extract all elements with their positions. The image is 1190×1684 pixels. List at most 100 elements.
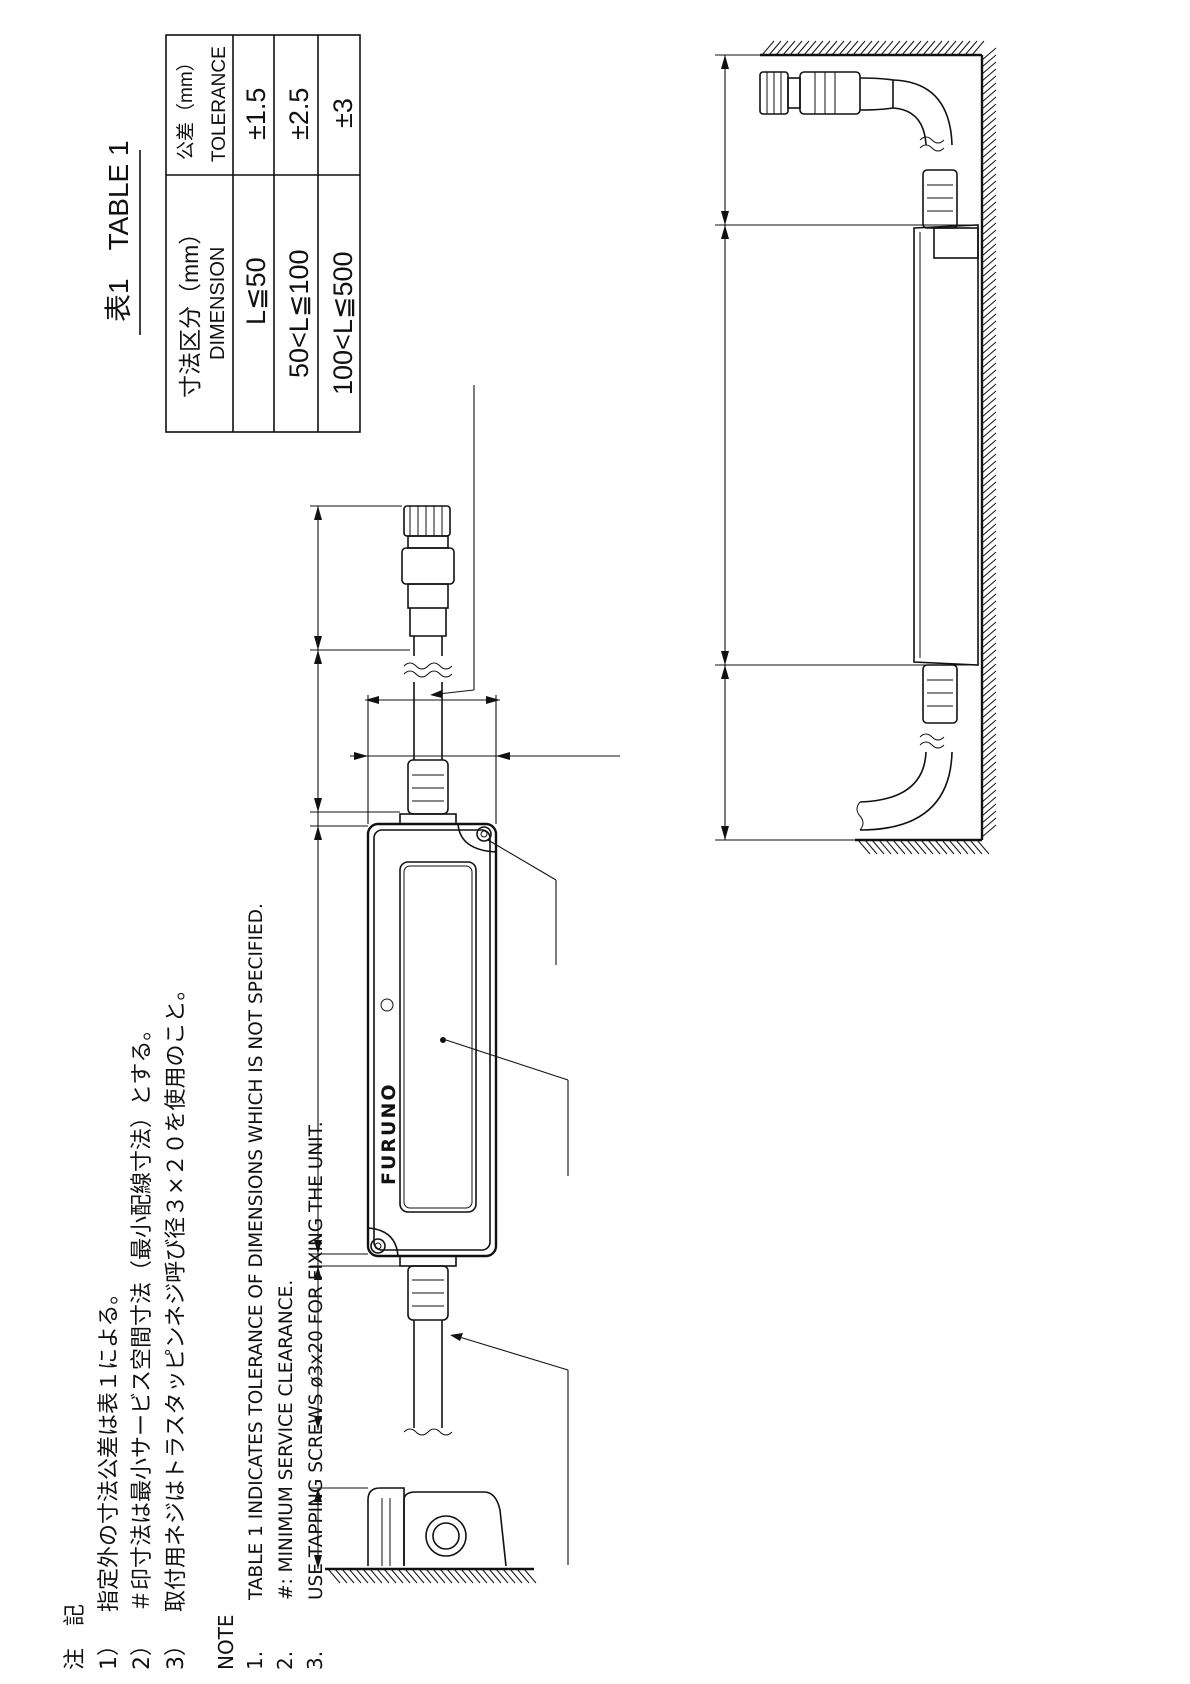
hatch-line: [796, 40, 810, 56]
hatch-line: [460, 1568, 474, 1584]
hatch-line: [981, 740, 997, 754]
hatch-line: [981, 96, 997, 110]
hatch-line: [981, 390, 997, 404]
hatch-line: [810, 40, 824, 56]
notes-en-item-2: #: MINIMUM SERVICE CLEARANCE.: [276, 1280, 297, 1600]
hatch-line: [981, 397, 997, 411]
hatch-line: [981, 411, 997, 425]
hatch-line: [981, 257, 997, 271]
hatch-line: [782, 40, 796, 56]
header-dimension-en: DIMENSION: [207, 247, 229, 360]
hatch-line: [383, 1568, 397, 1584]
center-mark: [440, 1037, 446, 1043]
notes-en-num-3: 3.: [303, 1651, 327, 1670]
hatch-line: [981, 502, 997, 516]
hatch-line: [901, 40, 915, 56]
hatch-line: [892, 839, 906, 855]
hatch-line: [803, 40, 817, 56]
hatch-line: [948, 839, 962, 855]
notes-en-num-1: 1.: [243, 1651, 267, 1670]
hatch-line: [981, 628, 997, 642]
hatch-line: [981, 530, 997, 544]
hatch-line: [981, 327, 997, 341]
hatch-line: [981, 509, 997, 523]
hatch-line: [981, 404, 997, 418]
hatch-line: [936, 40, 950, 56]
hatch-line: [981, 215, 997, 229]
hatch-line: [981, 656, 997, 670]
front-view: FURUNO: [310, 385, 620, 1565]
row-dimension-1: L≦50: [241, 257, 271, 325]
hatch-line: [915, 40, 929, 56]
hatch-line: [981, 306, 997, 320]
hatch-line: [981, 313, 997, 327]
hatch-line: [981, 614, 997, 628]
hatch-line: [348, 1568, 362, 1584]
hatch-line: [509, 1568, 523, 1584]
notes-en-num-2: 2.: [273, 1651, 297, 1670]
notes-jp-num-2: 2）: [130, 1634, 155, 1670]
hatch-line: [976, 839, 990, 855]
hatch-line: [981, 222, 997, 236]
hatch-line: [981, 376, 997, 390]
notes-jp-item-3: 取付用ネジはトラスタッピンネジ呼び径３×２０を使用のこと。: [164, 978, 189, 1612]
hatch-line: [981, 292, 997, 306]
hatch-line: [981, 768, 997, 782]
header-tolerance-jp: 公差（mm）: [175, 52, 197, 160]
hatch-line: [981, 236, 997, 250]
hatch-line: [981, 537, 997, 551]
hatch-line: [969, 839, 983, 855]
hatch-line: [981, 565, 997, 579]
hatch-line: [899, 839, 913, 855]
hatch-line: [404, 1568, 418, 1584]
hatch-line: [981, 810, 997, 824]
hatch-line: [981, 467, 997, 481]
hatch-line: [481, 1568, 495, 1584]
hatch-line: [981, 271, 997, 285]
notes-jp-num-3: 3）: [164, 1634, 189, 1670]
hatch-line: [495, 1568, 509, 1584]
hatch-line: [981, 152, 997, 166]
hatch-line: [824, 40, 838, 56]
hatch-line: [981, 131, 997, 145]
hatch-line: [418, 1568, 432, 1584]
hatch-line: [516, 1568, 530, 1584]
hatch-line: [981, 649, 997, 663]
hatch-line: [425, 1568, 439, 1584]
hatch-line: [981, 229, 997, 243]
hatch-line: [981, 775, 997, 789]
hatch-line: [432, 1568, 446, 1584]
hatch-line: [871, 839, 885, 855]
hatch-line: [488, 1568, 502, 1584]
hatch-line: [369, 1568, 383, 1584]
hatch-line: [981, 453, 997, 467]
hatch-line: [908, 40, 922, 56]
notes-block: 注 記 1） 指定外の寸法公差は表１による。 2） ＃印寸法は最小サービス空間寸…: [63, 903, 327, 1670]
row-tolerance-2: ±2.5: [284, 88, 314, 140]
hatch-line: [334, 1568, 348, 1584]
hatch-line: [474, 1568, 488, 1584]
hatch-line: [981, 355, 997, 369]
notes-jp-num-1: 1）: [97, 1634, 122, 1670]
hatch-line: [981, 642, 997, 656]
hatch-line: [390, 1568, 404, 1584]
hatch-line: [981, 600, 997, 614]
hatch-line: [981, 285, 997, 299]
hatch-line: [376, 1568, 390, 1584]
hatch-line: [981, 474, 997, 488]
notes-jp-heading: 注 記: [63, 1604, 88, 1670]
hatch-line: [866, 40, 880, 56]
hatch-line: [981, 173, 997, 187]
hatch-line: [981, 187, 997, 201]
hatch-line: [397, 1568, 411, 1584]
hatch-line: [981, 796, 997, 810]
hatch-line: [981, 789, 997, 803]
hatch-line: [981, 117, 997, 131]
hatch-line: [838, 40, 852, 56]
hatch-line: [981, 705, 997, 719]
hatch-line: [327, 1568, 341, 1584]
hatch-line: [981, 747, 997, 761]
hatch-line: [981, 180, 997, 194]
notes-jp-item-1: 指定外の寸法公差は表１による。: [97, 1283, 122, 1612]
brand-logo: FURUNO: [378, 1082, 400, 1185]
